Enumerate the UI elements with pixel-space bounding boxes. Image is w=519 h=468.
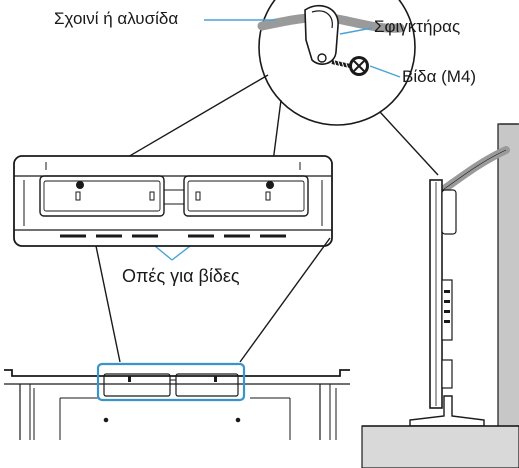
monitor-rear [4,369,350,440]
detail-to-monitor-connectors [95,237,331,363]
clamp-icon [304,4,339,65]
side-view [361,123,519,468]
monitor-stand [409,395,485,427]
rear-panel-detail [13,155,333,247]
screw-label: Βίδα (M4) [402,67,477,86]
screw-icon [331,56,369,76]
shelf [361,425,519,468]
detail-magnifier [257,0,416,126]
screw-holes-label: Οπές για βίδες [122,266,240,286]
rope-or-chain-label: Σχοινί ή αλυσίδα [54,9,179,28]
clamp-label: Σφιγκτήρας [374,17,461,36]
screw-holes [76,181,274,189]
bracket-highlight-box [96,362,246,402]
rope-to-wall [436,146,510,196]
wall [497,123,519,468]
